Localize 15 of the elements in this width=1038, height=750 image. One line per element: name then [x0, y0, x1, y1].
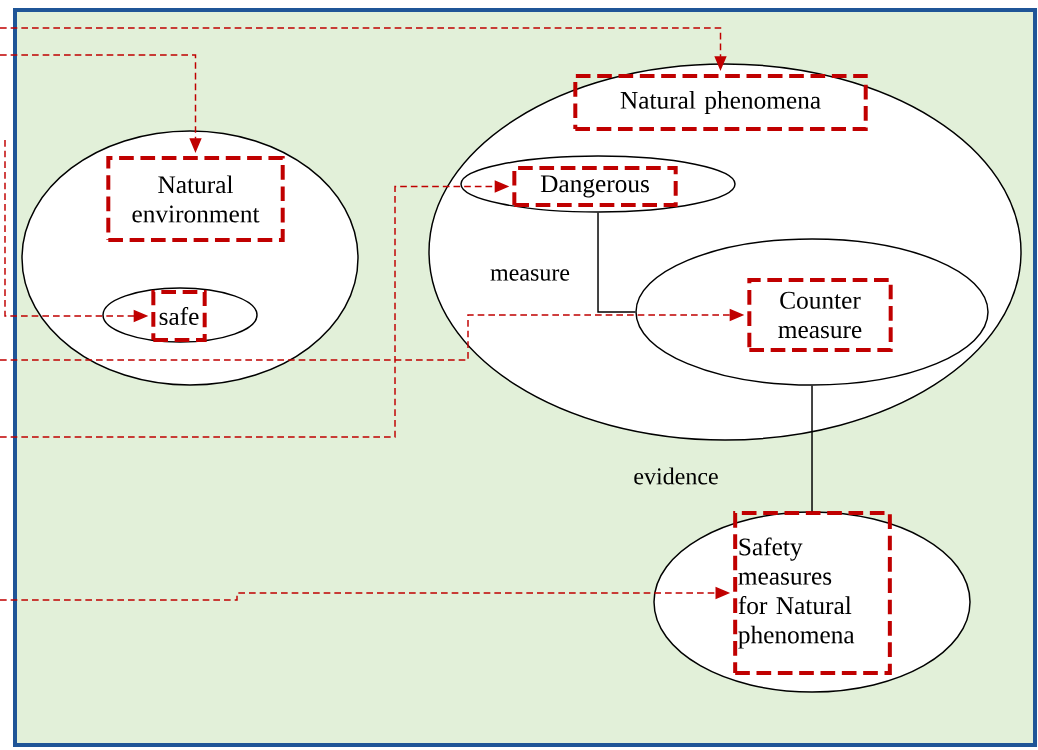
dashed-text-box: Safety measures for Natural phenomena: [733, 511, 892, 675]
ellipse: [102, 287, 258, 343]
dashed-text-box: Counter measure: [747, 278, 893, 352]
ellipse: [460, 155, 736, 213]
ellipse: [21, 130, 359, 386]
connector: [811, 385, 813, 512]
dashed-text-box: safe: [151, 290, 207, 342]
edge-label: measure: [490, 269, 570, 281]
ellipse: [635, 238, 989, 386]
dashed-text-box: Dangerous: [512, 165, 678, 208]
edge-label: evidence: [634, 467, 718, 485]
ellipse: [653, 511, 971, 693]
dashed-text-box: Natural environment: [106, 156, 285, 242]
connector: [597, 212, 636, 313]
dashed-text-box: Natural phenomena: [573, 73, 868, 132]
